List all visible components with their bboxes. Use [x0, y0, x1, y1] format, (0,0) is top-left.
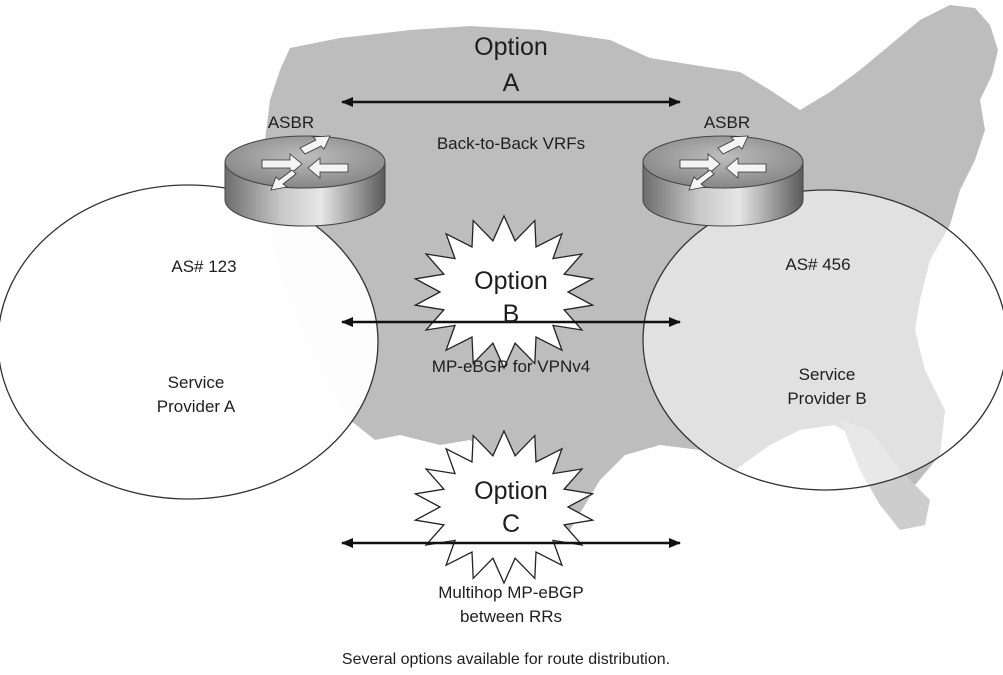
right-asbr-label: ASBR [704, 113, 750, 132]
option-a-caption: Back-to-Back VRFs [437, 134, 585, 153]
option-b-title-line2: B [503, 300, 520, 328]
left-provider-name-line1: Service [168, 373, 225, 392]
option-c-caption-line1: Multihop MP-eBGP [438, 583, 584, 602]
option-c-title-line1: Option [474, 477, 548, 505]
option-c-caption-line2: between RRs [460, 607, 562, 626]
left-provider-name-line2: Provider A [157, 397, 236, 416]
left-asbr-label: ASBR [268, 113, 314, 132]
asbr-left-router-icon [224, 135, 386, 227]
left-as-number: AS# 123 [171, 257, 236, 276]
option-a-title-line2: A [503, 69, 520, 97]
option-b-title-line1: Option [474, 267, 548, 295]
service-provider-b-domain [642, 189, 1003, 491]
option-c-title-line2: C [502, 510, 520, 538]
figure-caption: Several options available for route dist… [342, 651, 670, 668]
option-a-title-line1: Option [474, 33, 548, 61]
service-provider-a-domain [0, 184, 379, 500]
right-provider-name-line1: Service [799, 365, 856, 384]
right-as-number: AS# 456 [785, 255, 850, 274]
right-provider-name-line2: Provider B [787, 389, 866, 408]
asbr-right-router-icon [642, 135, 804, 227]
option-b-burst-icon [413, 214, 595, 370]
option-b-caption: MP-eBGP for VPNv4 [432, 357, 590, 376]
